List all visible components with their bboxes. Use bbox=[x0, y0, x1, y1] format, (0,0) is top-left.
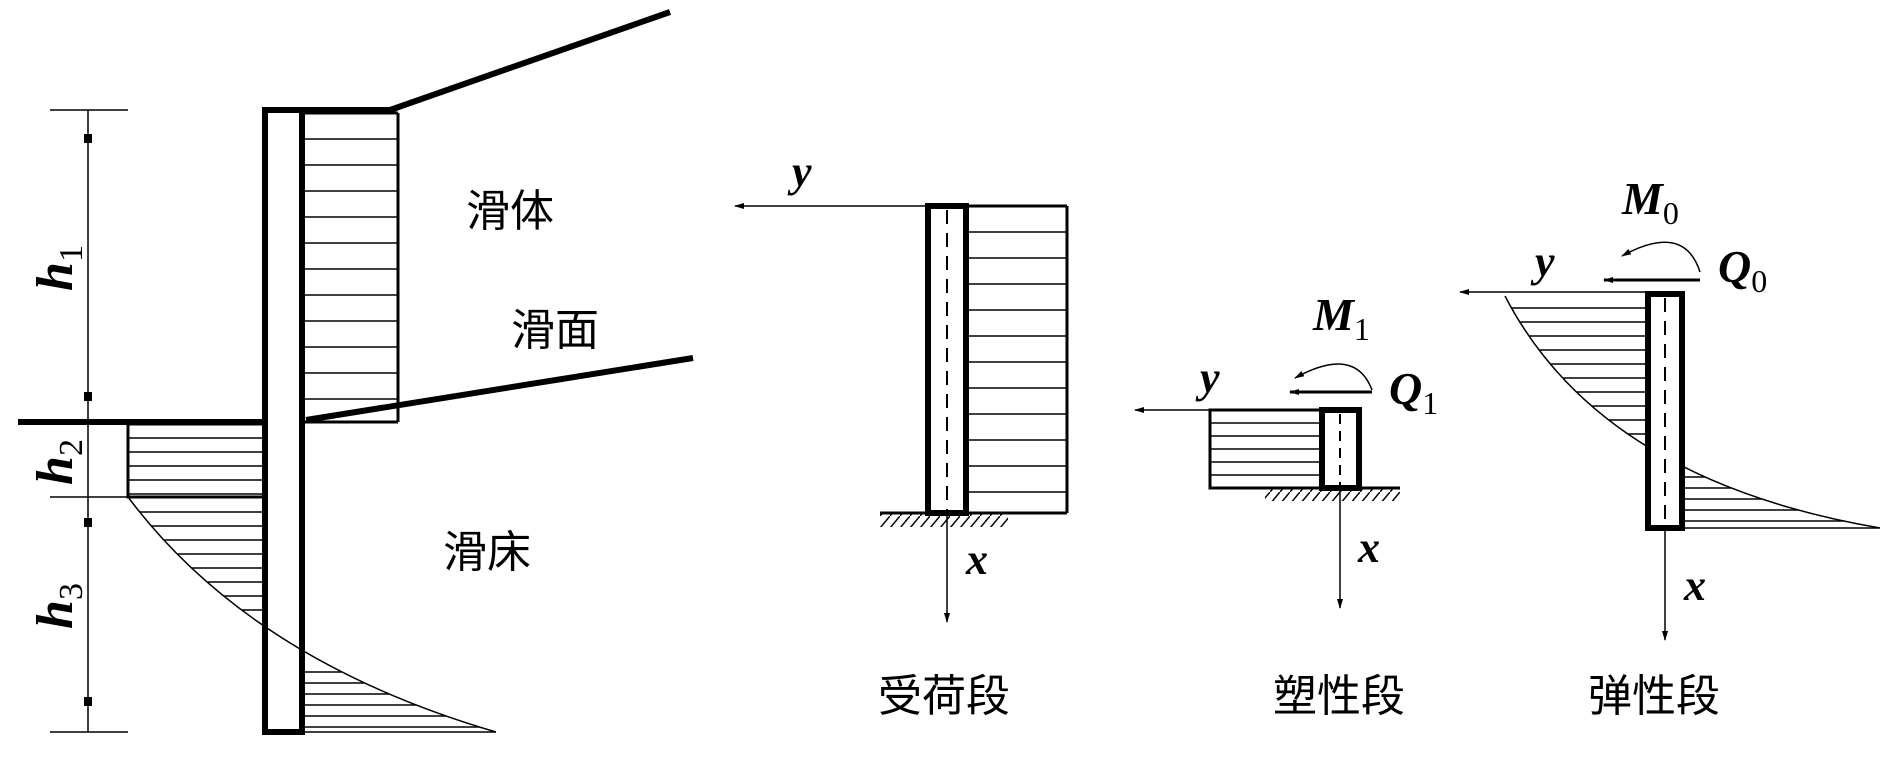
moment-arrow-m1 bbox=[1294, 363, 1373, 391]
uniform-resistance-distribution bbox=[1208, 408, 1324, 490]
svg-text:h2: h2 bbox=[27, 439, 90, 485]
embedded-resistance-curves bbox=[127, 496, 497, 733]
y-axis-label-loaded: y bbox=[787, 147, 812, 196]
loaded-segment-label: 受荷段 bbox=[878, 671, 1010, 722]
shear-label-q1: Q1 bbox=[1389, 363, 1438, 421]
moment-label-m0: M0 bbox=[1621, 173, 1679, 231]
plastic-segment-label: 塑性段 bbox=[1273, 671, 1405, 722]
elastic-segment-diagram: y x M0 Q0 弹性段 bbox=[1459, 173, 1881, 722]
slope-surface-line bbox=[389, 9, 671, 113]
svg-text:h1: h1 bbox=[27, 245, 90, 291]
plastic-segment-diagram: y x M1 Q1 塑性段 bbox=[1134, 289, 1438, 722]
dimension-label-h1: h1 bbox=[27, 245, 90, 291]
sliding-surface-line bbox=[305, 355, 694, 423]
sliding-surface-label: 滑面 bbox=[511, 305, 599, 356]
dimension-label-h2: h2 bbox=[27, 439, 90, 485]
svg-text:h3: h3 bbox=[27, 583, 90, 629]
uniform-thrust-distribution bbox=[966, 204, 1069, 515]
y-axis-label-plastic: y bbox=[1195, 353, 1220, 402]
landslide-thrust-distribution bbox=[302, 111, 400, 424]
sliding-bed-label: 滑床 bbox=[443, 527, 531, 578]
front-resistance-distribution bbox=[126, 422, 267, 499]
elastic-segment-label: 弹性段 bbox=[1588, 671, 1720, 722]
pile-section-overall: h1 h2 h3 滑体 滑面 滑床 bbox=[18, 9, 694, 735]
shear-label-q0: Q0 bbox=[1718, 241, 1767, 299]
dimension-line bbox=[50, 109, 128, 733]
elastic-resistance-distribution bbox=[1504, 295, 1881, 529]
dimension-label-h3: h3 bbox=[27, 583, 90, 629]
loaded-segment-diagram: y x 受荷段 bbox=[734, 147, 1069, 722]
y-axis-label-elastic: y bbox=[1530, 237, 1555, 286]
x-axis-label-elastic: x bbox=[1683, 561, 1706, 610]
sliding-body-label: 滑体 bbox=[466, 186, 554, 237]
moment-label-m1: M1 bbox=[1312, 289, 1370, 347]
moment-arrow-m0 bbox=[1621, 241, 1701, 273]
x-axis-label-loaded: x bbox=[965, 535, 988, 584]
x-axis-label-plastic: x bbox=[1357, 523, 1380, 572]
